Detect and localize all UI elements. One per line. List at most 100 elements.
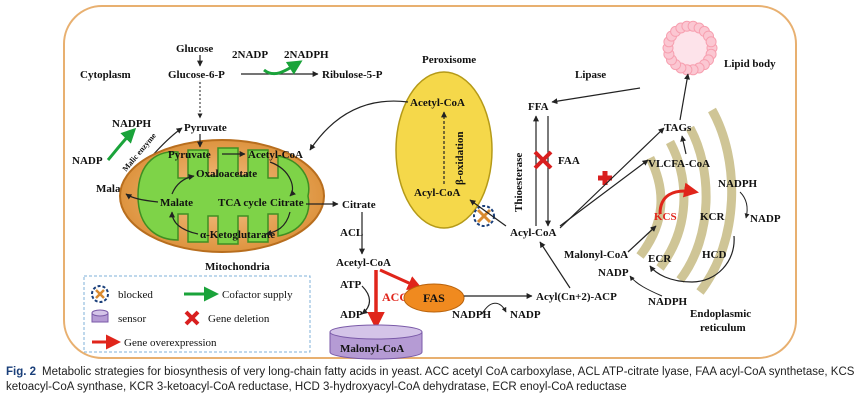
acetylcoa-mito-label: Acetyl-CoA <box>248 149 303 161</box>
nadph2-label: 2NADPH <box>284 49 329 61</box>
acl-label: ACL <box>340 227 363 239</box>
figure-label: Fig. 2 <box>6 366 37 378</box>
malate-mito-label: Malate <box>160 197 193 209</box>
pyruvate-cyto-label: Pyruvate <box>184 122 227 134</box>
mitochondria-label: Mitochondria <box>205 261 270 273</box>
acylcoa-to-tags-arrow <box>559 127 665 229</box>
fas-enzyme <box>403 283 465 313</box>
kcs-label: KCS <box>654 211 677 223</box>
tags-label: TAGs <box>664 122 692 134</box>
er-membrane-3 <box>656 139 689 271</box>
peroxisome-compartment <box>395 71 493 229</box>
nadph-top-label: NADPH <box>112 118 152 130</box>
nadp-er2-label: NADP <box>598 267 629 279</box>
nadph-fas-cofactor-arrow <box>481 302 507 315</box>
malonylcoa-sensor-label: Malonyl-CoA <box>340 343 404 355</box>
faa-deletion-mark <box>533 150 553 170</box>
nadph-fas-label: NADPH <box>452 309 492 321</box>
thioesterase-label: Thioesterase <box>513 153 525 212</box>
acetylcoa-perox-label: Acetyl-CoA <box>410 97 465 109</box>
lipid-body-label: Lipid body <box>724 58 776 70</box>
blocked-icon <box>473 205 495 227</box>
tca-cycle-arrow <box>269 161 296 197</box>
er-membrane-2 <box>676 125 711 283</box>
faa-label: FAA <box>558 155 580 167</box>
legend-sensor-icon <box>91 309 109 323</box>
ribulose-label: Ribulose-5-P <box>322 69 383 81</box>
akg-label: α-Ketoglutarate <box>200 229 275 241</box>
citrate-mito-label: Citrate <box>270 197 304 209</box>
tags-to-lipid-body-arrow <box>679 73 691 121</box>
tca-cycle-arrow-2 <box>265 211 291 236</box>
caption-text: Metabolic strategies for biosynthesis of… <box>6 366 855 393</box>
malonylcoa-sensor-top <box>329 324 423 340</box>
mitochondrion-inner-membrane <box>137 147 310 245</box>
legend-cofactor-label: Cofactor supply <box>222 289 293 301</box>
nadp-er1-label: NADP <box>750 213 781 225</box>
acylcoa-to-vlcfa-arrow <box>559 159 649 227</box>
kcr-cofactor-arrow <box>739 191 750 219</box>
malate-mito-to-cyto-arrow <box>125 193 159 203</box>
acetylcoa-to-fas-arrow <box>379 268 423 290</box>
ffa-label: FFA <box>528 101 549 113</box>
nadph2-cofactor-arrow <box>263 60 303 76</box>
acylcoa-main-label: Acyl-CoA <box>510 227 556 239</box>
citrate-cyto-label: Citrate <box>342 199 376 211</box>
acylacp-to-acylcoa-arrow <box>539 241 571 289</box>
lipid-body-petal <box>705 36 717 48</box>
legend-blocked-label: blocked <box>118 289 153 301</box>
g6p-label: Glucose-6-P <box>168 69 225 81</box>
er-membrane-1 <box>696 107 737 295</box>
er-label-line1: Endoplasmic <box>690 308 751 320</box>
oxaloacetate-label: Oxaloacetate <box>196 168 257 180</box>
kcs-overexpression-arrow <box>658 182 699 215</box>
cytoplasm-label: Cytoplasm <box>80 69 131 81</box>
malonylcoa-to-kcs-arrow <box>627 225 657 253</box>
malonylcoa-sensor-cylinder <box>329 332 423 360</box>
tag-deletion-mark <box>598 171 612 185</box>
lipase-label: Lipase <box>575 69 606 81</box>
glucose-label: Glucose <box>176 43 213 55</box>
acetylcoa-cyto-label: Acetyl-CoA <box>336 257 391 269</box>
pyruvate-mito-label: Pyruvate <box>168 149 211 161</box>
legend-sensor-label: sensor <box>118 313 146 325</box>
metabolic-pathway-diagram: Cytoplasm Peroxisome Mitochondria Endopl… <box>63 5 797 360</box>
vlcfa-to-tags-arrow <box>680 135 687 155</box>
adp-label: ADP <box>340 309 363 321</box>
ecr-label: ECR <box>648 253 672 265</box>
lipid-body-icon <box>662 20 718 76</box>
elongation-cycle-arrow <box>649 235 735 283</box>
tca-cycle-arrow-3 <box>169 211 199 235</box>
atp-label: ATP <box>340 279 361 291</box>
vlcfa-label: VLCFA-CoA <box>648 158 710 170</box>
kcr-label: KCR <box>700 211 726 223</box>
malic-enzyme-cofactor-arrow <box>106 127 137 161</box>
beta-oxidation-label: β-oxidation <box>454 132 466 185</box>
nadph-er1-label: NADPH <box>718 178 758 190</box>
acylcoa-perox-label: Acyl-CoA <box>414 187 460 199</box>
legend-deletion-label: Gene deletion <box>208 313 270 325</box>
nadph-er2-label: NADPH <box>648 296 688 308</box>
acyl-cn2-acp-label: Acyl(Cn+2)-ACP <box>536 291 617 303</box>
perox-acetylcoa-to-mito-arrow <box>309 100 409 151</box>
tca-cycle-arrow-4 <box>171 174 195 195</box>
legend-blocked-icon <box>91 285 109 303</box>
legend-box <box>83 275 311 353</box>
atp-adp-arrow <box>361 285 371 315</box>
tca-cycle-label: TCA cycle <box>218 197 267 209</box>
fas-label: FAS <box>423 291 445 305</box>
acylcoa-to-perox-arrow <box>469 199 507 227</box>
legend-overexpression-label: Gene overexpression <box>124 337 217 349</box>
acc-label: ACC <box>382 290 408 304</box>
nadp-left-label: NADP <box>72 155 103 167</box>
tags-to-ffa-lipase-arrow <box>551 87 641 105</box>
ecr-cofactor-arrow <box>629 275 663 297</box>
peroxisome-label: Peroxisome <box>422 54 476 66</box>
hcd-label: HCD <box>702 249 727 261</box>
legend-deletion-icon <box>184 310 200 326</box>
malonylcoa-er-label: Malonyl-CoA <box>564 249 628 261</box>
er-label-line2: reticulum <box>700 322 746 334</box>
nadp2-label: 2NADP <box>232 49 268 61</box>
nadp-fas-label: NADP <box>510 309 541 321</box>
